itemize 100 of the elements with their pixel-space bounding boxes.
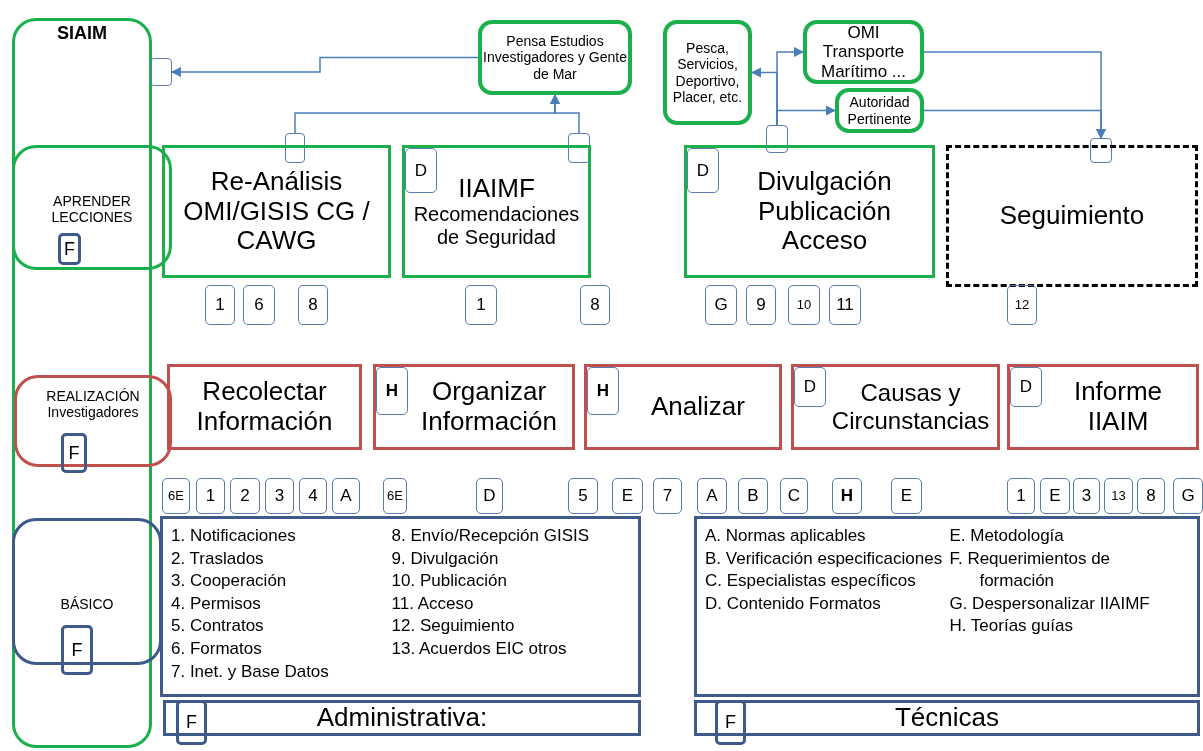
stage-box xyxy=(167,364,362,450)
reference-tag: 11 xyxy=(829,285,861,325)
stage-box xyxy=(1007,364,1199,450)
reference-tag: G xyxy=(1173,478,1203,514)
reference-tag: 1 xyxy=(1007,478,1035,514)
box-label: Divulgación Publicación Acceso xyxy=(756,166,893,257)
list-item: 9. Divulgación xyxy=(391,547,500,570)
reference-tag: 6E xyxy=(162,478,190,514)
list-item: D. Contenido Formatos xyxy=(705,592,882,615)
reference-tag: D xyxy=(687,148,719,193)
list-panel xyxy=(694,516,1200,697)
reference-tag: 10 xyxy=(788,285,820,325)
stage-box xyxy=(162,145,391,278)
reference-tag: D xyxy=(405,148,437,193)
connector-port xyxy=(1090,138,1112,163)
list-item: A. Normas aplicables xyxy=(705,525,867,547)
column-title: SIAIM xyxy=(57,23,107,44)
category-bar xyxy=(694,700,1200,736)
reference-tag: E xyxy=(891,478,922,514)
list-item: 13. Acuerdos EIC otros xyxy=(391,638,568,661)
box-label: Administrativa: xyxy=(316,703,488,733)
reference-tag: F xyxy=(61,433,87,473)
box-label: Pensa Estudios Investigadores y Gente de Mar xyxy=(482,33,628,82)
box-label: BÁSICO xyxy=(60,596,114,613)
stage-box xyxy=(946,145,1198,287)
box-label: Organizar Información xyxy=(420,377,558,437)
connector-port xyxy=(766,125,788,153)
box-label: Analizar xyxy=(651,392,745,422)
reference-tag: H xyxy=(832,478,862,514)
reference-tag: 8 xyxy=(298,285,328,325)
stage-box xyxy=(684,145,935,278)
list-item: E. Metodología xyxy=(949,525,1065,547)
reference-tag: D xyxy=(794,367,826,407)
reference-tag: 6E xyxy=(383,478,407,514)
list-item: 7. Inet. y Base Datos xyxy=(171,660,330,683)
arrow xyxy=(776,105,837,126)
stakeholder-box xyxy=(835,88,924,133)
reference-tag: D xyxy=(476,478,503,514)
box-label: Re-Análisis OMI/GISIS CG / CAWG xyxy=(182,166,371,257)
reference-tag: F xyxy=(61,625,93,675)
list-item: 4. Permisos xyxy=(171,592,262,615)
stage-box xyxy=(584,364,782,450)
box-label: Técnicas xyxy=(894,703,999,733)
stage-box xyxy=(373,364,575,450)
stakeholder-box xyxy=(663,20,752,125)
reference-tag: 3 xyxy=(1073,478,1100,514)
reference-tag: D xyxy=(1010,367,1042,407)
box-label: REALIZACIÓN Investigadores xyxy=(45,388,141,421)
list-item: 12. Seguimiento xyxy=(391,615,516,638)
list-item: 8. Envío/Recepción GISIS xyxy=(391,525,591,547)
system-column xyxy=(12,18,152,748)
stakeholder-box xyxy=(803,20,924,84)
category-bar xyxy=(163,700,641,736)
reference-tag: E xyxy=(1040,478,1070,514)
reference-tag: F xyxy=(176,700,207,745)
list-panel xyxy=(160,516,641,697)
reference-tag: F xyxy=(58,233,81,265)
box-label: Recomendaciones de Seguridad xyxy=(412,203,581,250)
list-item: 3. Cooperación xyxy=(171,570,288,593)
list-item: B. Verificación especificaciones xyxy=(705,547,944,570)
reference-tag: G xyxy=(705,285,737,325)
reference-tag: 7 xyxy=(653,478,682,514)
list-item: 5. Contratos xyxy=(171,615,265,638)
reference-tag: H xyxy=(376,367,408,415)
box-label: Informe IIAIM xyxy=(1072,377,1164,437)
reference-tag: 12 xyxy=(1007,285,1037,325)
stakeholder-box xyxy=(478,20,632,95)
list-item: 11. Acceso xyxy=(391,592,475,615)
reference-tag: C xyxy=(780,478,808,514)
list-item: 10. Publicación xyxy=(391,570,508,593)
reference-tag: H xyxy=(587,367,619,415)
reference-tag: 3 xyxy=(265,478,294,514)
box-label: Causas y Circunstancias xyxy=(830,379,991,435)
box-label: Seguimiento xyxy=(999,201,1145,231)
reference-tag: 1 xyxy=(205,285,235,325)
list-item: G. Despersonalizar IIAIMF xyxy=(949,592,1151,615)
list-item: 2. Traslados xyxy=(171,547,265,570)
connector-port xyxy=(568,133,590,163)
stage-box xyxy=(402,145,591,278)
reference-tag: 2 xyxy=(230,478,260,514)
reference-tag: 13 xyxy=(1104,478,1133,514)
stage-box xyxy=(791,364,1000,450)
list-item: H. Teorías guías xyxy=(949,615,1074,638)
reference-tag: A xyxy=(332,478,360,514)
reference-tag: 1 xyxy=(196,478,225,514)
connector-port xyxy=(150,58,172,86)
reference-tag: 9 xyxy=(746,285,776,325)
box-label: Pesca, Servicios, Deportivo, Placer, etc. xyxy=(671,40,744,105)
reference-tag: 5 xyxy=(568,478,598,514)
reference-tag: 8 xyxy=(580,285,610,325)
arrow xyxy=(923,109,1107,140)
arrow xyxy=(549,93,580,134)
box-label: OMI Transporte Marítimo ... xyxy=(820,22,907,82)
reference-tag: 6 xyxy=(243,285,275,325)
level-box xyxy=(12,145,172,270)
reference-tag: 8 xyxy=(1137,478,1165,514)
reference-tag: E xyxy=(612,478,643,514)
arrow xyxy=(170,56,479,78)
list-item: F. Requerimientos de formación xyxy=(949,547,1112,593)
list-item: 6. Formatos xyxy=(171,638,263,661)
